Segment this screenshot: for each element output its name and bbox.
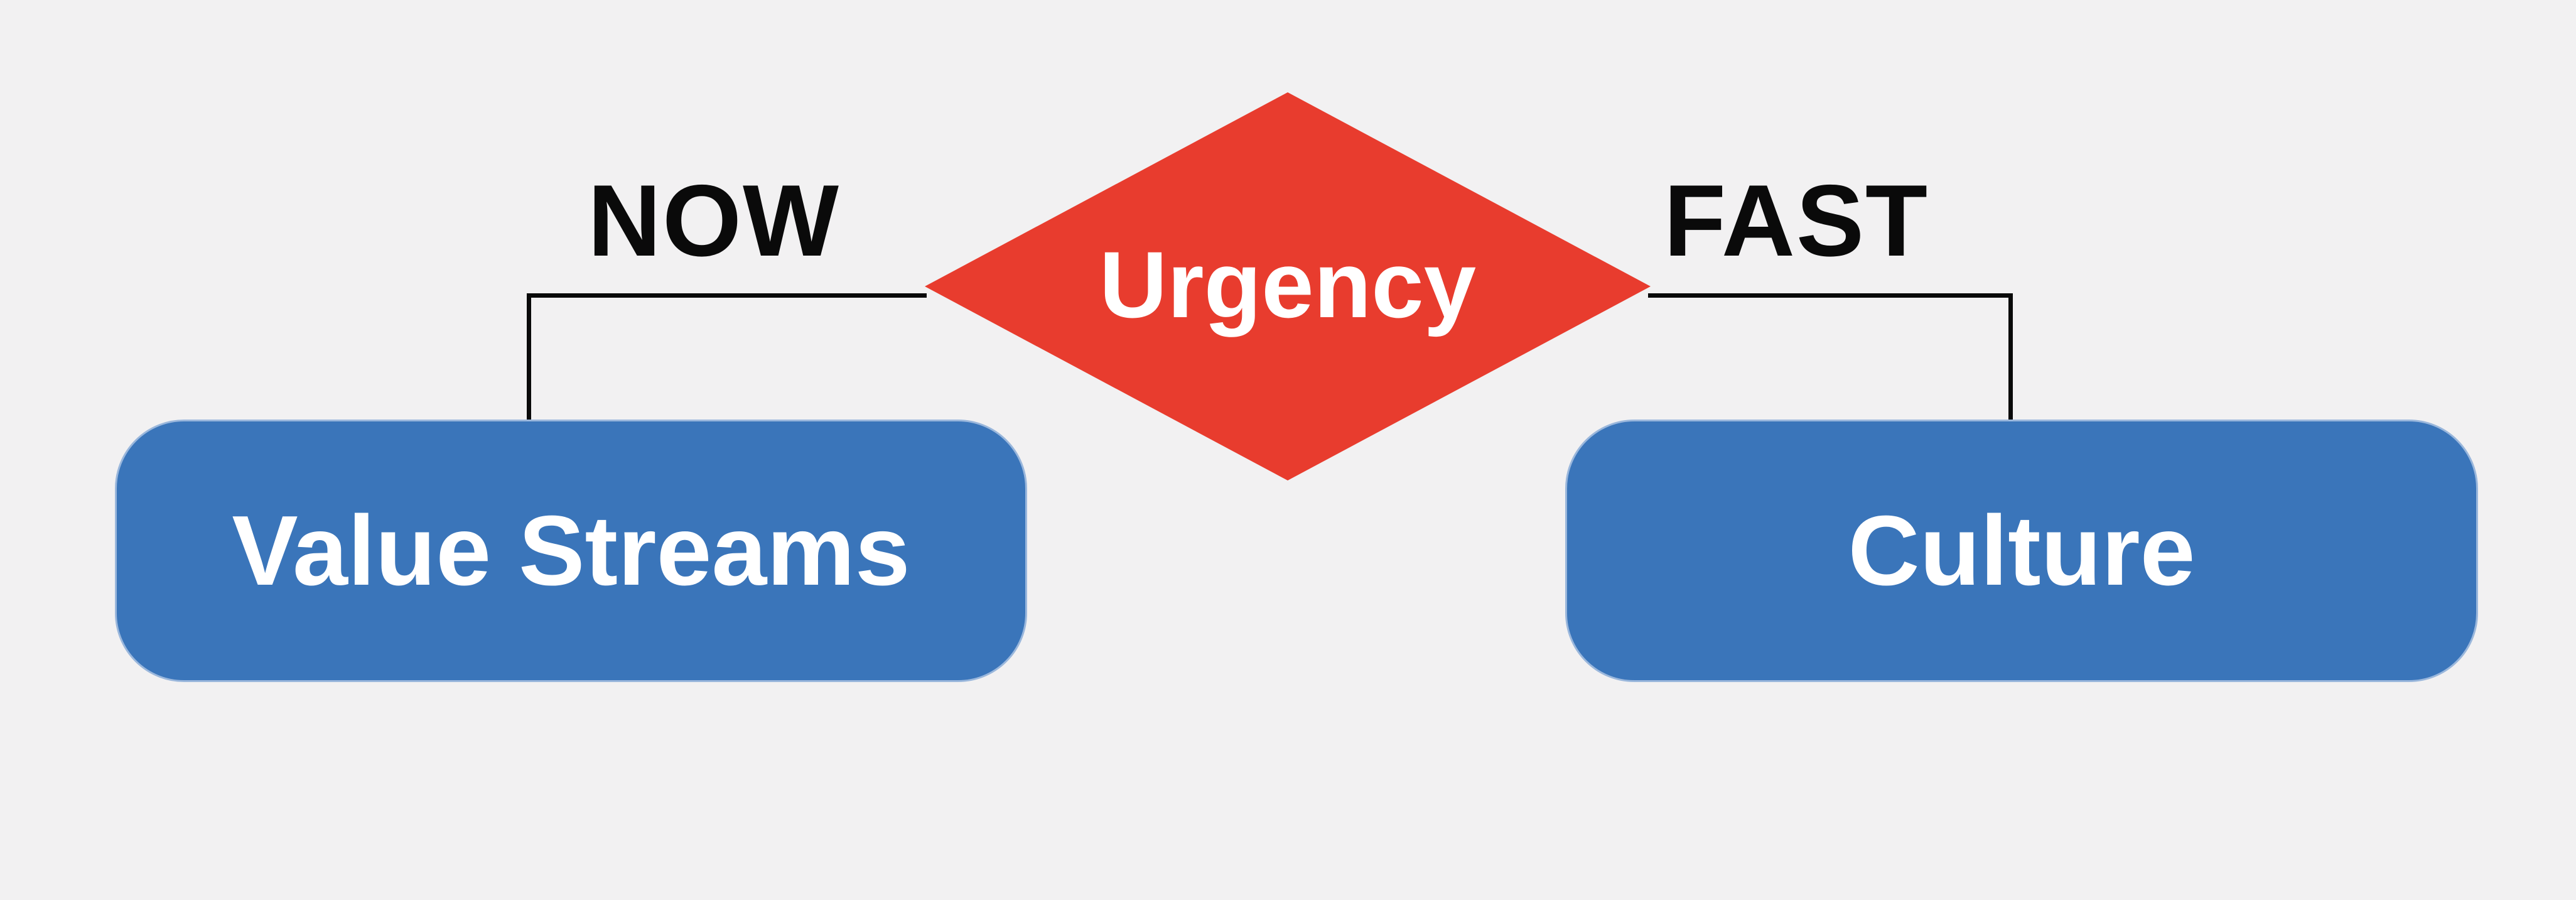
edge-now-vertical-line [527,293,531,420]
decision-node-label: Urgency [1099,231,1477,337]
edge-label-now: NOW [588,164,840,278]
edge-fast-horizontal-line [1648,293,2013,298]
edge-now-horizontal-line [529,293,927,298]
node-culture-label: Culture [1848,495,2196,606]
edge-label-fast: FAST [1663,164,1929,278]
node-value-streams: Value Streams [115,420,1027,682]
node-culture: Culture [1565,420,2478,682]
node-value-streams-label: Value Streams [232,495,910,606]
edge-fast-vertical-line [2008,293,2013,420]
decision-node-urgency: Urgency [925,92,1651,480]
